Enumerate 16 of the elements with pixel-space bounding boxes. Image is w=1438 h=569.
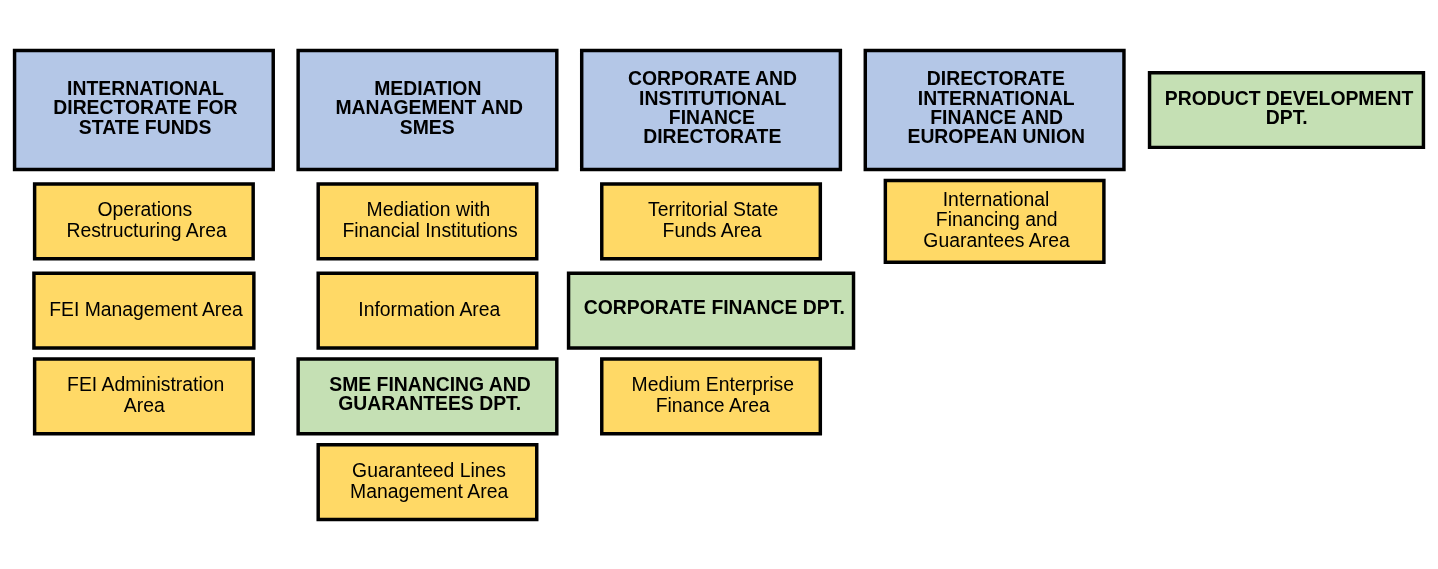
node-box: PRODUCT DEVELOPMENT DPT.: [1147, 70, 1426, 149]
node-box: Mediation with Financial Institutions: [316, 181, 539, 260]
node-box: FEI Management Area: [32, 271, 256, 350]
node-box: Information Area: [316, 271, 539, 350]
node-box: CORPORATE FINANCE DPT.: [566, 271, 856, 350]
node-box: CORPORATE AND INSTITUTIONAL FINANCE DIRECTORATE: [580, 48, 843, 171]
node-box: Operations Restructuring Area: [32, 181, 255, 260]
node-box: Medium Enterprise Finance Area: [600, 356, 823, 435]
node-box: FEI Administration Area: [32, 356, 255, 435]
node-box: SME FINANCING AND GUARANTEES DPT.: [296, 356, 559, 435]
node-box: INTERNATIONAL DIRECTORATE FOR STATE FUNDS: [12, 48, 275, 171]
node-box: Territorial State Funds Area: [600, 181, 823, 260]
node-box: DIRECTORATE INTERNATIONAL FINANCE AND EUROPEAN UNION: [863, 48, 1126, 171]
node-box: MEDIATION MANAGEMENT AND SMES: [296, 48, 559, 171]
node-box: International Financing and Guarantees Area: [883, 178, 1106, 264]
node-box: Guaranteed Lines Management Area: [316, 442, 539, 521]
